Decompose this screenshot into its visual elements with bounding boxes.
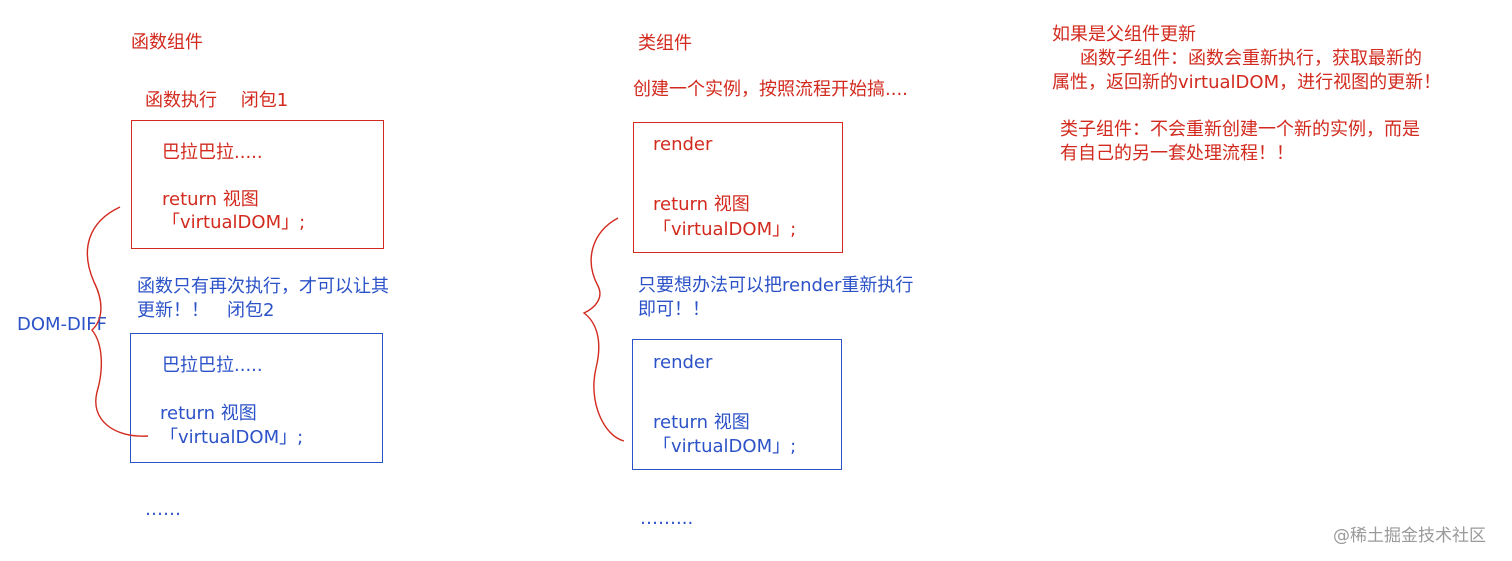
box-line: return 视图 bbox=[160, 403, 257, 424]
class-child-line2: 有自己的另一套处理流程！！ bbox=[1060, 143, 1294, 164]
dom-diff-label: DOM-DIFF bbox=[17, 314, 107, 335]
box-line: render bbox=[653, 134, 713, 155]
class-box-2: render return 视图 「virtualDOM」; bbox=[632, 339, 842, 470]
functional-box-1: 巴拉巴拉..... return 视图 「virtualDOM」; bbox=[131, 120, 384, 249]
class-ellipsis: ……... bbox=[640, 508, 694, 529]
class-title: 类组件 bbox=[638, 33, 692, 54]
class-subtitle: 创建一个实例，按照流程开始搞.... bbox=[633, 79, 908, 100]
func-child-line2: 属性，返回新的virtualDOM，进行视图的更新！ bbox=[1052, 72, 1442, 93]
functional-note-line1: 函数只有再次执行，才可以让其 bbox=[137, 276, 389, 297]
box-line: 巴拉巴拉..... bbox=[162, 142, 263, 163]
class-brace bbox=[582, 217, 625, 442]
class-note-line2: 即可！！ bbox=[638, 299, 710, 320]
watermark: @稀土掘金技术社区 bbox=[1333, 526, 1486, 546]
box-line: return 视图 bbox=[653, 194, 750, 215]
class-box-1: render return 视图 「virtualDOM」; bbox=[633, 122, 843, 253]
functional-ellipsis: …… bbox=[145, 499, 181, 520]
box-line: 「virtualDOM」; bbox=[653, 436, 797, 457]
functional-exec-label: 函数执行 闭包1 bbox=[145, 90, 289, 111]
box-line: return 视图 bbox=[653, 412, 750, 433]
func-child-line1: 函数子组件：函数会重新执行，获取最新的 bbox=[1080, 48, 1422, 69]
box-line: return 视图 bbox=[162, 189, 259, 210]
functional-note-line2: 更新！！ 闭包2 bbox=[137, 300, 275, 321]
box-line: 「virtualDOM」; bbox=[162, 212, 306, 233]
box-line: render bbox=[653, 352, 713, 373]
functional-box-2: 巴拉巴拉..... return 视图 「virtualDOM」; bbox=[130, 333, 383, 463]
class-note-line1: 只要想办法可以把render重新执行 bbox=[638, 275, 914, 296]
class-child-line1: 类子组件：不会重新创建一个新的实例，而是 bbox=[1060, 119, 1420, 140]
box-line: 巴拉巴拉..... bbox=[162, 355, 263, 376]
box-line: 「virtualDOM」; bbox=[653, 219, 797, 240]
functional-title: 函数组件 bbox=[131, 32, 203, 53]
box-line: 「virtualDOM」; bbox=[160, 427, 304, 448]
parent-update-title: 如果是父组件更新 bbox=[1052, 24, 1196, 45]
functional-brace bbox=[86, 206, 149, 437]
